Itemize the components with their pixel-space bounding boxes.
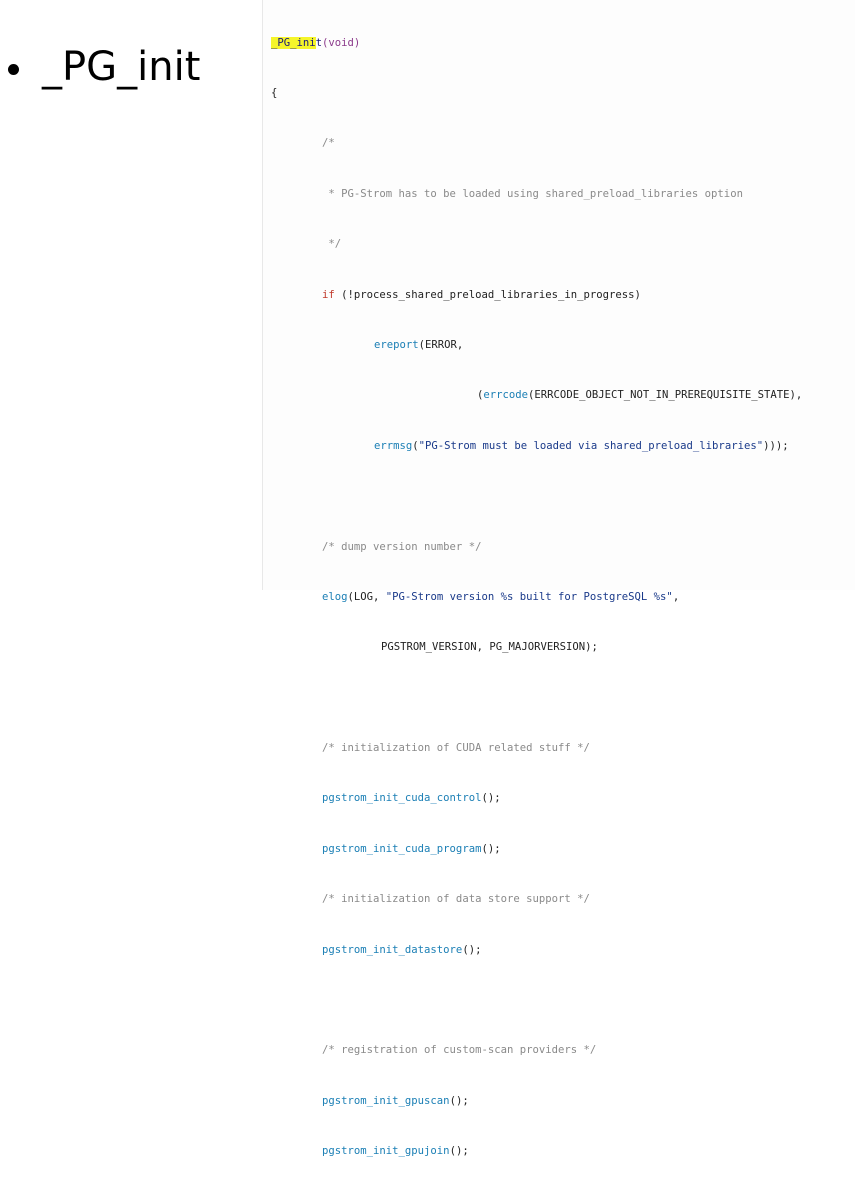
code-comment-line: /* dump version number */	[322, 540, 482, 553]
code-comment-line: * PG-Strom has to be loaded using shared…	[322, 187, 743, 200]
code-line-errcode: (errcode(ERRCODE_OBJECT_NOT_IN_PREREQUIS…	[477, 389, 803, 402]
bullet-dot-icon	[8, 63, 19, 75]
search-highlight: _PG_ini	[271, 36, 316, 49]
code-blank-line	[271, 992, 802, 1009]
bullet-text: _PG_init	[42, 44, 201, 90]
code-blank-line	[271, 488, 802, 505]
code-line-call: pgstrom_init_cuda_program();	[322, 842, 501, 855]
code-line-call: pgstrom_init_cuda_control();	[322, 792, 501, 805]
code-line-call: pgstrom_init_gpujoin();	[322, 1145, 469, 1158]
code-comment-line: /* initialization of CUDA related stuff …	[322, 742, 590, 755]
code-comment-line: /*	[322, 137, 335, 150]
code-line-errmsg: errmsg("PG-Strom must be loaded via shar…	[374, 439, 789, 452]
code-line-ereport: ereport(ERROR,	[374, 338, 464, 351]
code-line-call: pgstrom_init_datastore();	[322, 943, 482, 956]
code-comment-line: */	[322, 238, 342, 251]
slide-bullet-item: _PG_init	[8, 44, 200, 90]
code-line-call: pgstrom_init_gpuscan();	[322, 1094, 469, 1107]
code-panel: _PG_init(void) { /* * PG-Strom has to be…	[262, 0, 855, 1157]
code-comment-line: /* registration of custom-scan providers…	[322, 1044, 597, 1057]
code-line-elog: elog(LOG, "PG-Strom version %s built for…	[322, 590, 680, 603]
code-blank-line	[271, 690, 802, 707]
code-line-if: if (!process_shared_preload_libraries_in…	[322, 288, 641, 301]
code-line-signature: _PG_init(void)	[271, 36, 361, 49]
code-line-elog-args: PGSTROM_VERSION, PG_MAJORVERSION);	[381, 641, 598, 654]
code-line-open-brace: {	[271, 86, 278, 99]
code-comment-line: /* initialization of data store support …	[322, 893, 590, 906]
code-listing: _PG_init(void) { /* * PG-Strom has to be…	[271, 1, 802, 1180]
